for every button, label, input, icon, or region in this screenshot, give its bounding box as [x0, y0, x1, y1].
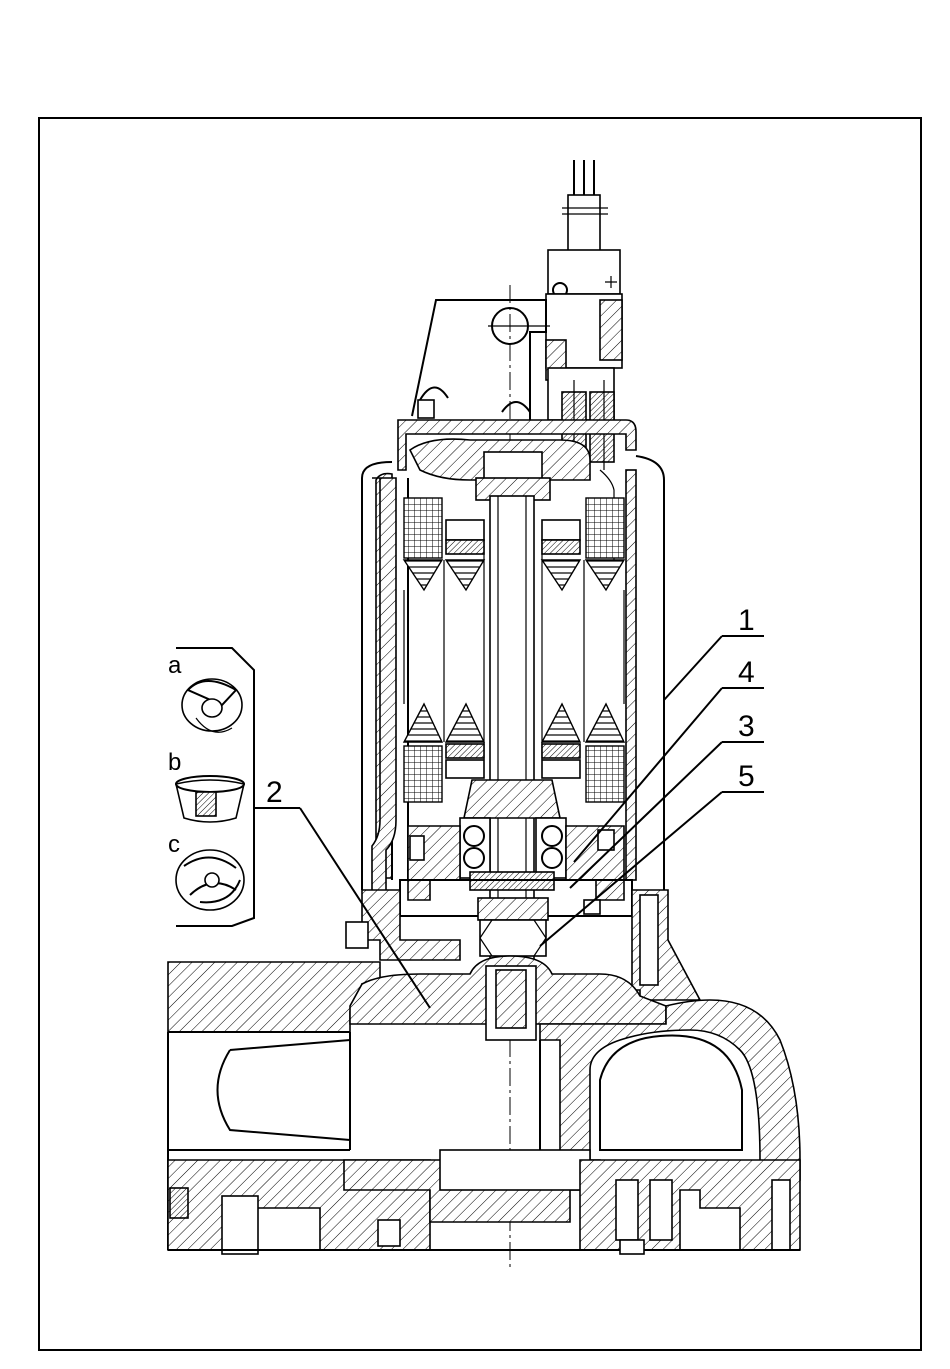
impeller-a-label: a — [168, 652, 182, 679]
callout-4: 4 — [738, 656, 755, 689]
impeller-b-icon — [176, 776, 244, 822]
impeller-b-label: b — [168, 749, 181, 776]
impeller-c-icon — [176, 850, 244, 910]
impeller-a-icon — [182, 679, 242, 732]
lifting-bracket — [412, 300, 550, 420]
callout-1: 1 — [738, 604, 755, 637]
motor-shaft — [490, 496, 534, 966]
pump-base — [168, 1150, 800, 1254]
callout-5: 5 — [738, 760, 755, 793]
callout-2: 2 — [266, 776, 283, 809]
impeller-c-label: c — [168, 831, 180, 858]
mechanical-seal — [478, 898, 548, 956]
callout-3: 3 — [738, 710, 755, 743]
